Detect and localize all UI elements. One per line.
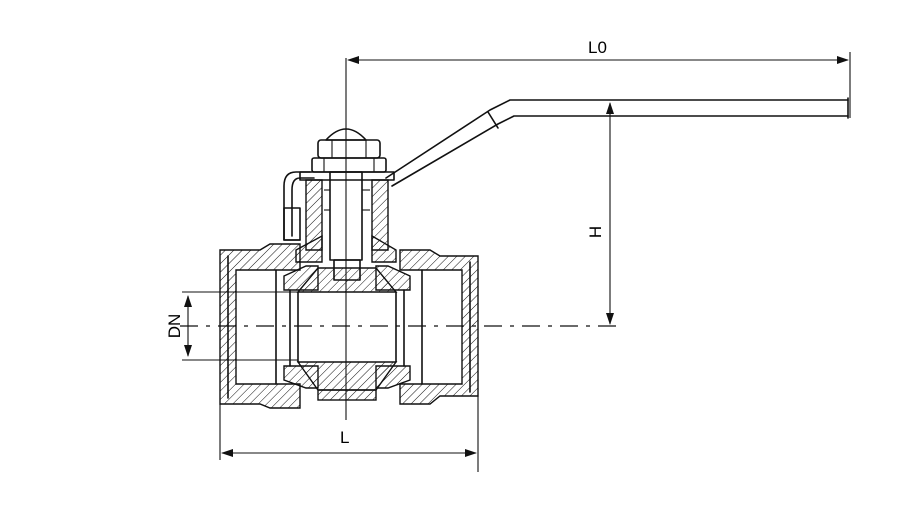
- valve-body: [219, 243, 479, 409]
- lever-handle: [385, 97, 849, 187]
- stem-nut: [311, 128, 387, 173]
- bonnet: [295, 171, 397, 281]
- dimension-l0: L0: [347, 38, 851, 118]
- dimension-l: L: [219, 396, 479, 472]
- dimension-h: H: [586, 102, 614, 325]
- label-l0: L0: [588, 38, 607, 57]
- label-h: H: [586, 226, 605, 238]
- label-l: L: [340, 428, 349, 447]
- dimension-dn: DN: [165, 291, 298, 361]
- label-dn: DN: [165, 314, 184, 339]
